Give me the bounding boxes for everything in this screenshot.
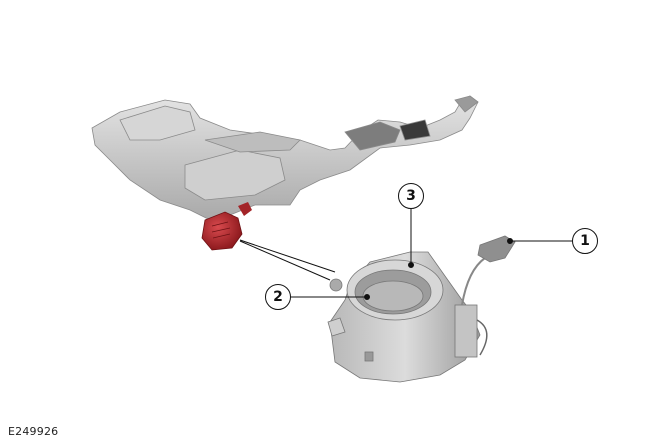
callout-1: 1 bbox=[572, 228, 598, 254]
callout-2: 2 bbox=[265, 284, 291, 310]
callout-leaders bbox=[291, 209, 572, 300]
highlighted-component bbox=[201, 202, 252, 251]
callout-2-number: 2 bbox=[273, 289, 283, 305]
figure-id-label: E249926 bbox=[8, 425, 59, 438]
callout-3: 3 bbox=[398, 183, 424, 209]
callout-1-number: 1 bbox=[580, 233, 590, 249]
leader-lines-detail bbox=[239, 239, 336, 281]
blower-unit bbox=[327, 235, 516, 383]
callout-3-number: 3 bbox=[406, 188, 416, 204]
subframe-assembly bbox=[91, 95, 479, 221]
